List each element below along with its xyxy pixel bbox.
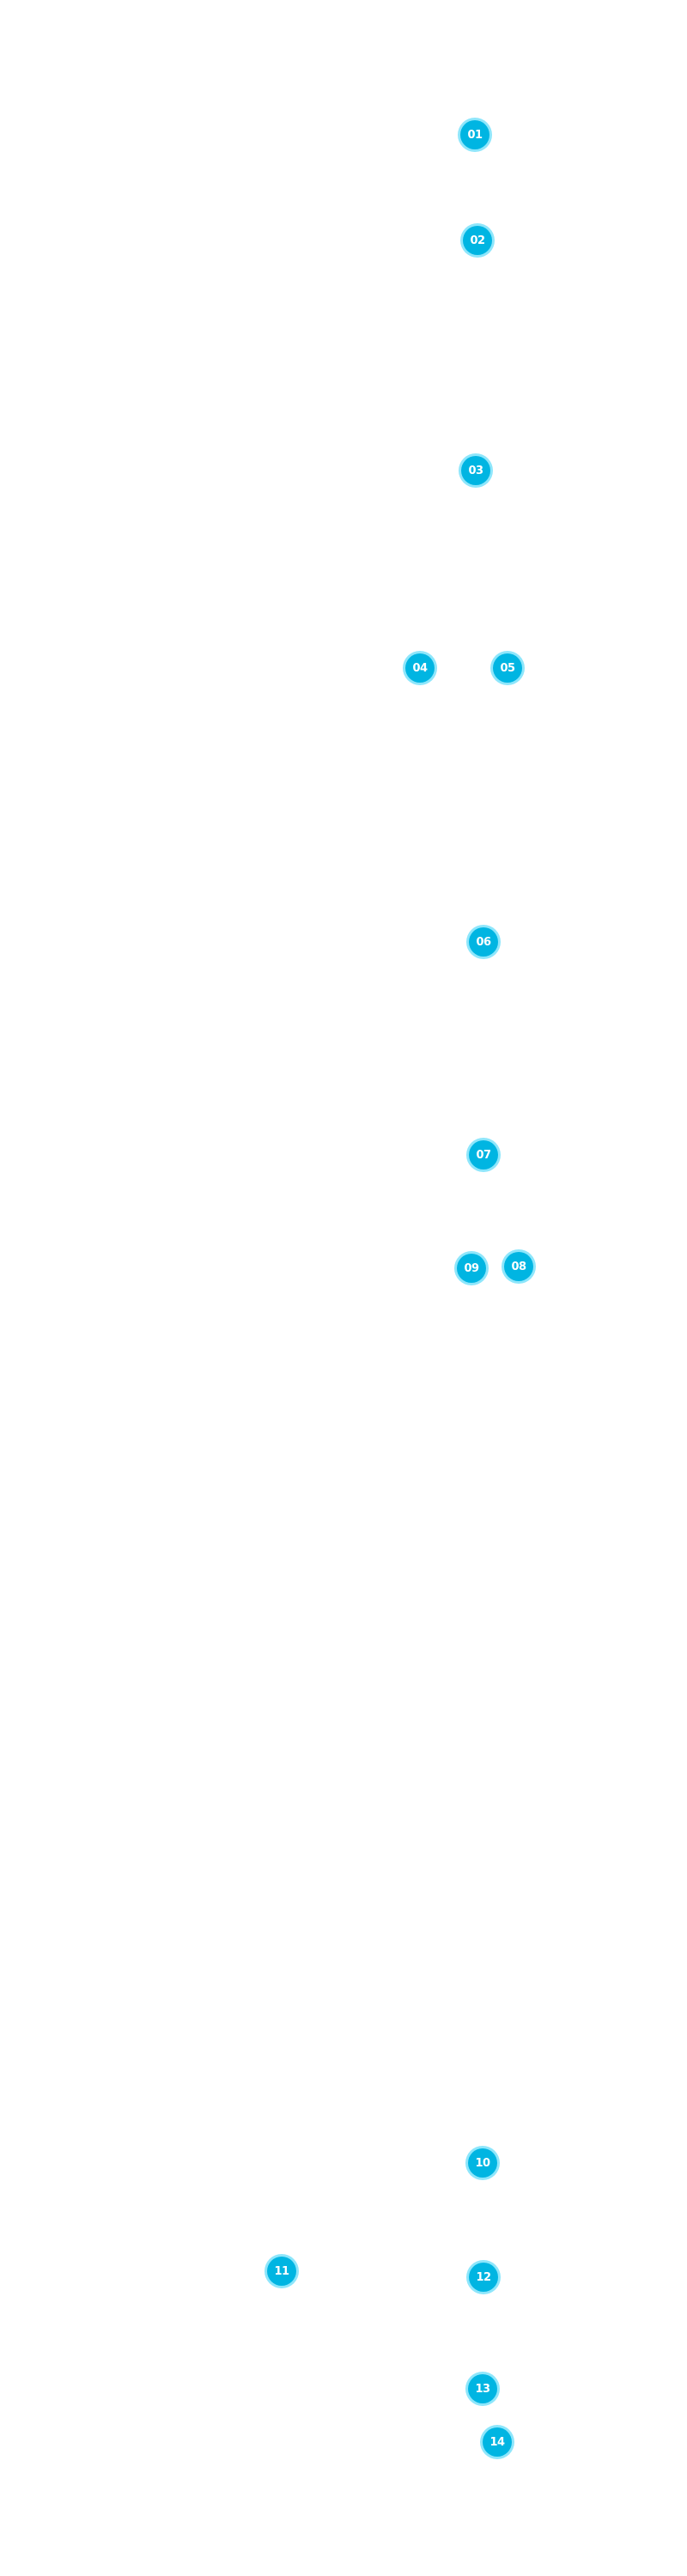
annotation-marker-09[interactable]: 09 xyxy=(457,1254,486,1283)
annotation-marker-01[interactable]: 01 xyxy=(460,120,489,149)
annotation-marker-03[interactable]: 03 xyxy=(461,456,490,485)
annotation-marker-04[interactable]: 04 xyxy=(405,653,435,683)
annotation-marker-06[interactable]: 06 xyxy=(469,927,498,957)
annotation-marker-02[interactable]: 02 xyxy=(463,226,492,255)
annotation-marker-13[interactable]: 13 xyxy=(468,2374,497,2403)
annotation-marker-07[interactable]: 07 xyxy=(469,1140,498,1170)
annotation-marker-10[interactable]: 10 xyxy=(468,2148,497,2178)
annotation-marker-14[interactable]: 14 xyxy=(483,2427,512,2457)
annotation-marker-08[interactable]: 08 xyxy=(504,1252,533,1281)
annotation-marker-12[interactable]: 12 xyxy=(469,2263,498,2292)
annotation-marker-11[interactable]: 11 xyxy=(267,2257,296,2286)
annotation-marker-05[interactable]: 05 xyxy=(493,653,522,683)
